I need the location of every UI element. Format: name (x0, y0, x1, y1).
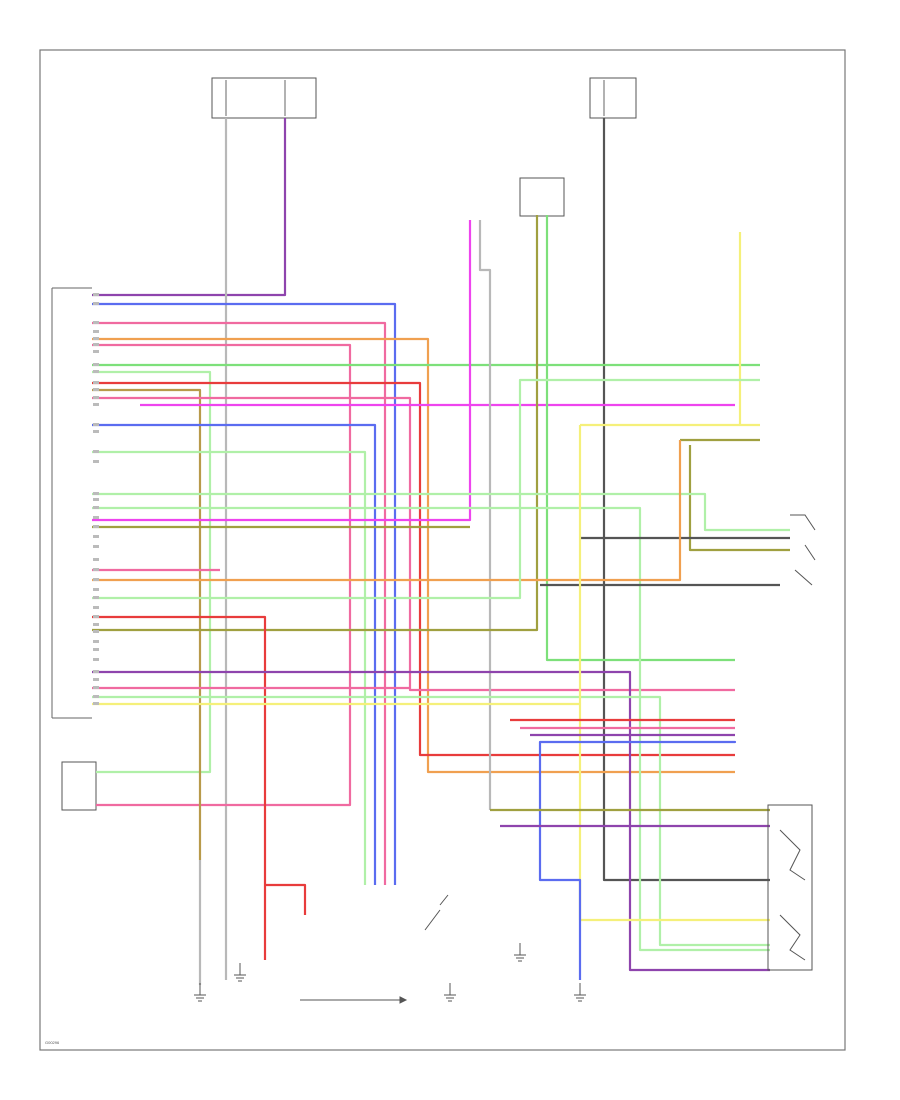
connector-pin (93, 686, 99, 689)
wire-lightgreen-6 (92, 695, 770, 947)
connector-pin (93, 578, 99, 581)
ground-symbol (444, 983, 456, 1002)
wire-green-sensor (545, 215, 735, 662)
connector-pin (93, 615, 99, 618)
connector-pin (93, 363, 99, 366)
fuse-box-left (211, 77, 317, 119)
connector-pin (93, 516, 99, 519)
connector-pin (93, 492, 99, 495)
ground-symbol (574, 983, 586, 1002)
connector-pin (93, 648, 99, 651)
transmission-control-module (51, 287, 92, 719)
connector-pin (93, 695, 99, 698)
connector-pin (93, 403, 99, 406)
solenoid-block-right (767, 804, 813, 971)
connector-pin (93, 498, 99, 501)
connector-pin (93, 623, 99, 626)
wire-gray-sensor (478, 220, 492, 810)
connector-pin (93, 558, 99, 561)
wire-blue-2 (92, 423, 377, 885)
ground-symbols (194, 943, 586, 1002)
connector-pin (93, 658, 99, 661)
sensor-box-upper (519, 177, 565, 217)
wire-pink-3 (92, 396, 735, 692)
connector-pin (93, 506, 99, 509)
connector-pin (93, 302, 99, 305)
connector-pin (93, 337, 99, 340)
connector-pin (93, 293, 99, 296)
connector-pin (93, 321, 99, 324)
wire-violet-2 (92, 670, 770, 972)
wire-red-1 (92, 381, 735, 757)
connector-pin (93, 606, 99, 609)
diagram-id-code: G00296 (45, 1040, 60, 1045)
pin-labels (93, 293, 99, 705)
wire-lightgreen-3 (92, 492, 790, 532)
connector-pin (93, 330, 99, 333)
wire-blue-1 (92, 302, 397, 885)
wire-lightgreen-2 (92, 450, 367, 885)
wire-pink-1 (92, 321, 387, 885)
fuse-box-right (589, 77, 637, 119)
wire-brown-1 (92, 388, 202, 860)
arrow-bottom (300, 996, 408, 1004)
connector-pin (93, 596, 99, 599)
connector-pin (93, 545, 99, 548)
switch-right-upper (790, 514, 816, 586)
wire-lightgreen-5 (92, 378, 760, 600)
wire-olive-2 (688, 445, 790, 552)
wire-red-bottom (265, 883, 307, 915)
connector-pin (93, 678, 99, 681)
wire-pink-2 (92, 343, 352, 807)
connector-pin (93, 640, 99, 643)
connector-pin (93, 568, 99, 571)
connector-pin (93, 396, 99, 399)
wire-olive-sensor (92, 215, 539, 632)
connector-pin (93, 350, 99, 353)
connector-pin (93, 702, 99, 705)
connector-pin (93, 423, 99, 426)
wire-orange-2 (92, 440, 682, 582)
connector-pin (93, 588, 99, 591)
connector-pin (93, 630, 99, 633)
connector-pin (93, 388, 99, 391)
wire-yellow-2 (92, 702, 770, 922)
connector-pin (93, 370, 99, 373)
connector-pin (93, 450, 99, 453)
ground-symbol (194, 983, 206, 1002)
connector-pin (93, 460, 99, 463)
wire-orange-1 (92, 337, 735, 774)
switch-bottom-center (424, 894, 449, 931)
wire-magenta-sensor (92, 220, 472, 522)
connector-pin (93, 535, 99, 538)
connector-pin (93, 381, 99, 384)
connector-pin (93, 525, 99, 528)
connector-pin (93, 670, 99, 673)
wires (92, 118, 790, 985)
wire-red-2 (92, 615, 267, 960)
connector-pin (93, 343, 99, 346)
diagram-frame (39, 49, 846, 1051)
wire-black-feed-right (602, 118, 770, 882)
sensor-box-lower-left (61, 761, 97, 811)
connector-pin (93, 430, 99, 433)
ground-symbol (234, 963, 246, 982)
wire-lightgreen-1 (92, 370, 212, 774)
wire-violet-feed (92, 118, 287, 297)
ground-symbol (514, 943, 526, 962)
